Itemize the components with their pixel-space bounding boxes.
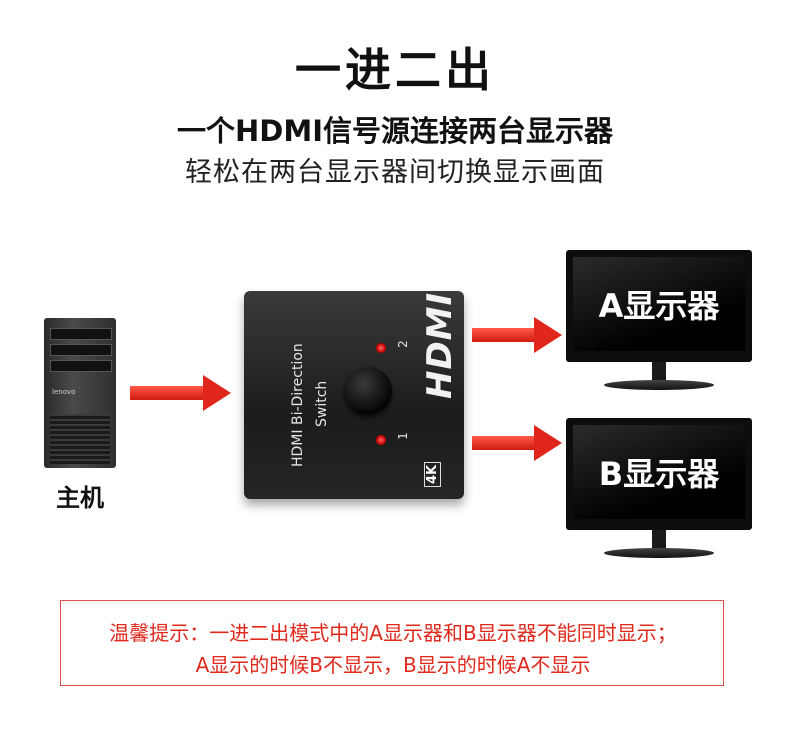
hdmi-logo: HDMI [420,291,460,399]
port-2-led [376,343,386,353]
pc-label: 主机 [56,484,104,512]
monitor-b: B显示器 [566,418,752,558]
monitor-base [604,548,714,558]
badge-4k: 4K [424,461,441,487]
pc-tower-image: lenovo [44,318,116,468]
notice-line-1: 温馨提示：一进二出模式中的A显示器和B显示器不能同时显示； [109,621,677,645]
notice-line-2: A显示的时候B不显示，B显示的时候A不显示 [195,653,591,677]
pc-brand-logo: lenovo [52,388,76,396]
page-subtitle: 一个HDMI信号源连接两台显示器 [177,114,613,148]
switch-name-line1: HDMI Bi-Direction [290,343,306,467]
switch-button [344,367,392,415]
page-tagline: 轻松在两台显示器间切换显示画面 [185,157,605,188]
monitor-a-label: A显示器 [573,257,745,351]
drive-bay [50,328,112,340]
monitor-base [604,380,714,390]
pc-front-grill [50,414,110,464]
switch-name-line2: Switch [314,380,330,427]
drive-bay [50,344,112,356]
monitor-neck [652,362,666,384]
monitor-neck [652,530,666,552]
page-title: 一进二出 [295,43,495,97]
port-1-number: 1 [395,432,410,440]
monitor-a: A显示器 [566,250,752,390]
hdmi-switch-device: HDMI Bi-Direction Switch 2 1 HDMI 4K [244,291,464,499]
drive-bay [50,360,112,372]
port-2-number: 2 [395,340,410,348]
port-1-led [376,435,386,445]
monitor-b-label: B显示器 [573,425,745,519]
notice-box: 温馨提示：一进二出模式中的A显示器和B显示器不能同时显示； A显示的时候B不显示… [60,600,724,686]
